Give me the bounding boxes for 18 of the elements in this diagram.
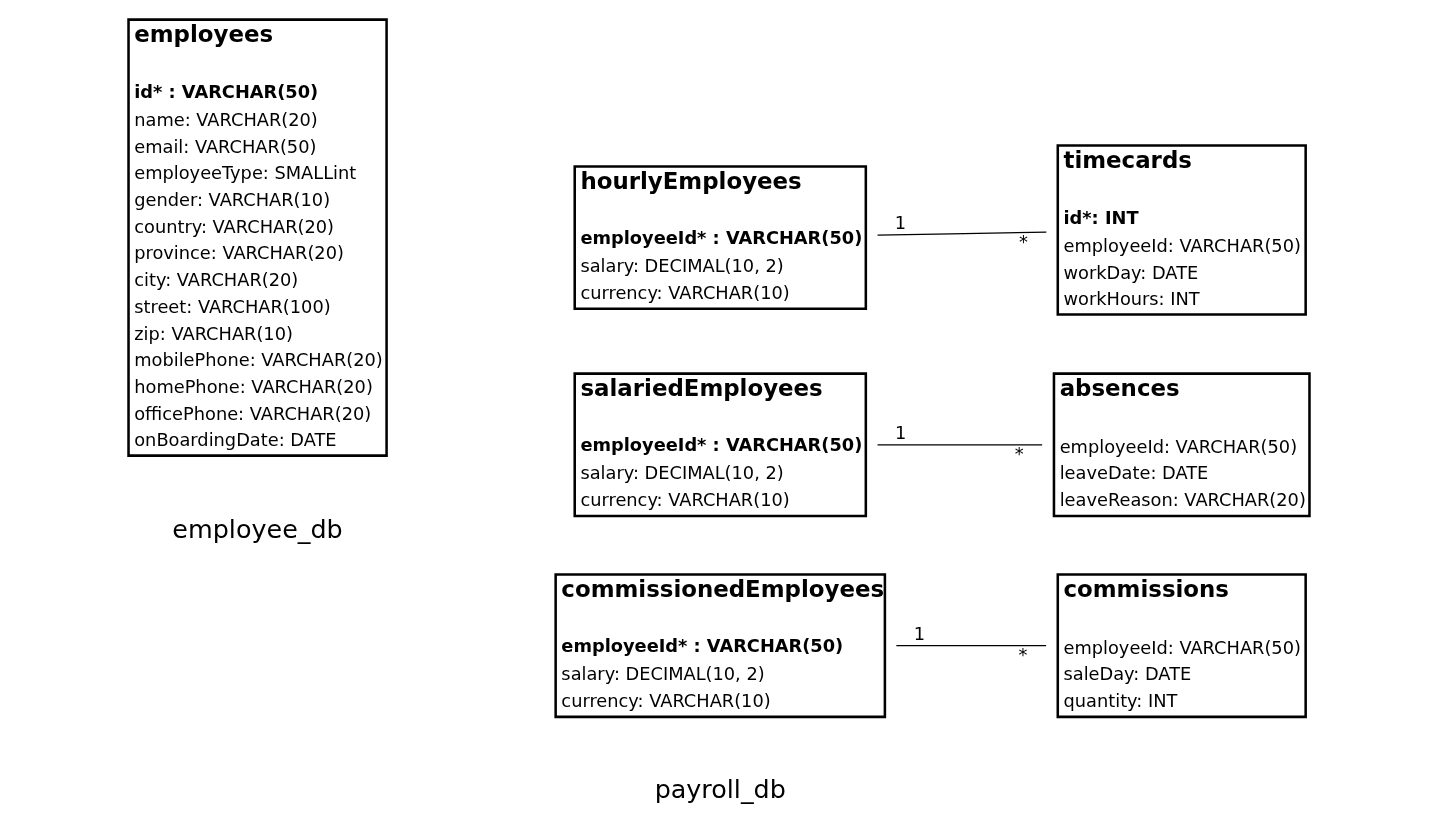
node-box: commissions employeeId: VARCHAR(50) saleDay: DATE quantity: INT xyxy=(1056,573,1307,719)
label: 1 xyxy=(894,211,907,233)
node-box: employees id* : VARCHAR(50) name: VARCHAR(20) email: VARCHAR(50) employeeType: SMALLint gender: VARCHAR(10) country: VARCHAR(20) province: VARCHAR(20) city: VARCHAR(20) street: VARCHAR(100) zip: VARCHAR(10) mobilePhone: VARCHAR(20) homePhone: VARCHAR(20) officePhone: VARCHAR(20) onBoardingDate: DATE xyxy=(127,18,388,457)
label: * xyxy=(1018,644,1028,666)
label: payroll_db xyxy=(654,774,786,805)
label: 1 xyxy=(913,622,926,644)
node-box: salariedEmployees employeeId* : VARCHAR(50) salary: DECIMAL(10, 2) currency: VARCHAR(10) xyxy=(573,372,868,518)
node-box: timecards id*: INT employeeId: VARCHAR(50) workDay: DATE workHours: INT xyxy=(1056,144,1307,316)
connector xyxy=(876,444,1043,446)
label: * xyxy=(1014,443,1024,465)
connector xyxy=(895,645,1047,647)
node-box: hourlyEmployees employeeId* : VARCHAR(50) salary: DECIMAL(10, 2) currency: VARCHAR(10) xyxy=(573,165,868,311)
label: * xyxy=(1019,231,1028,253)
node-box: commissionedEmployees employeeId* : VARCHAR(50) salary: DECIMAL(10, 2) currency: VARCHAR(10) xyxy=(554,573,887,719)
connector xyxy=(876,231,1047,236)
node-box: absences employeeId: VARCHAR(50) leaveDate: DATE leaveReason: VARCHAR(20) xyxy=(1052,372,1311,518)
label: 1 xyxy=(894,421,907,443)
label: employee_db xyxy=(172,513,343,544)
